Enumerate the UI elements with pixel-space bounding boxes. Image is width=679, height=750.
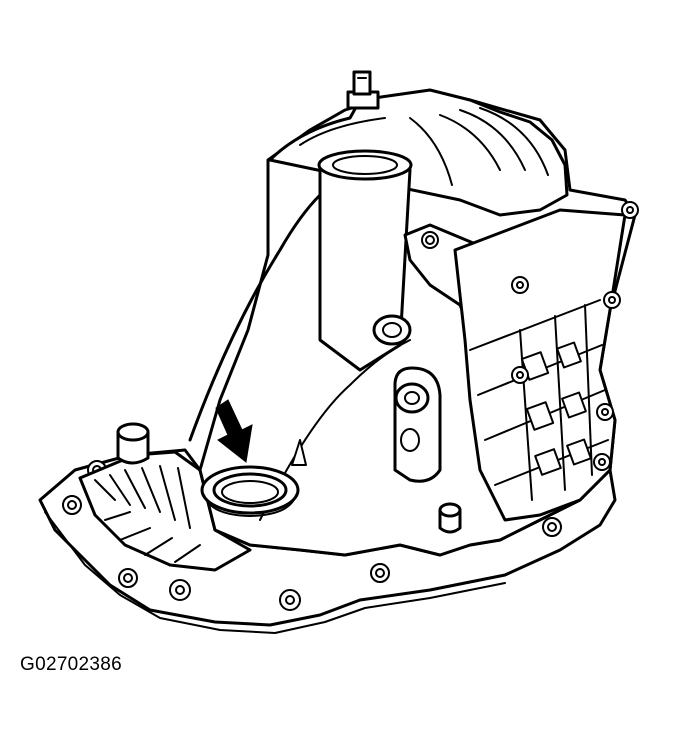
mid-boss-upper [372,314,412,346]
right-box-grid [469,299,609,501]
right-bolt-lugs [511,201,639,471]
bell-housing-ribs [94,465,201,563]
locating-pin [438,502,462,534]
breather-cap [346,70,380,110]
case-marker [291,439,307,466]
top-crown-ribs [299,107,549,186]
flange-bolt-holes [62,460,562,611]
bracket-hole [421,231,439,249]
front-contour [188,193,322,442]
shaft-tower-bore [332,155,398,175]
oil-seal [200,465,300,517]
transaxle-case-illustration [38,70,639,634]
flange-edge [44,511,506,634]
figure-code-label: G02702386 [20,654,123,675]
arrow-down-right-icon [215,399,253,463]
mid-boss-lower [393,366,442,483]
left-boss [116,422,150,465]
bell-housing [78,450,252,572]
